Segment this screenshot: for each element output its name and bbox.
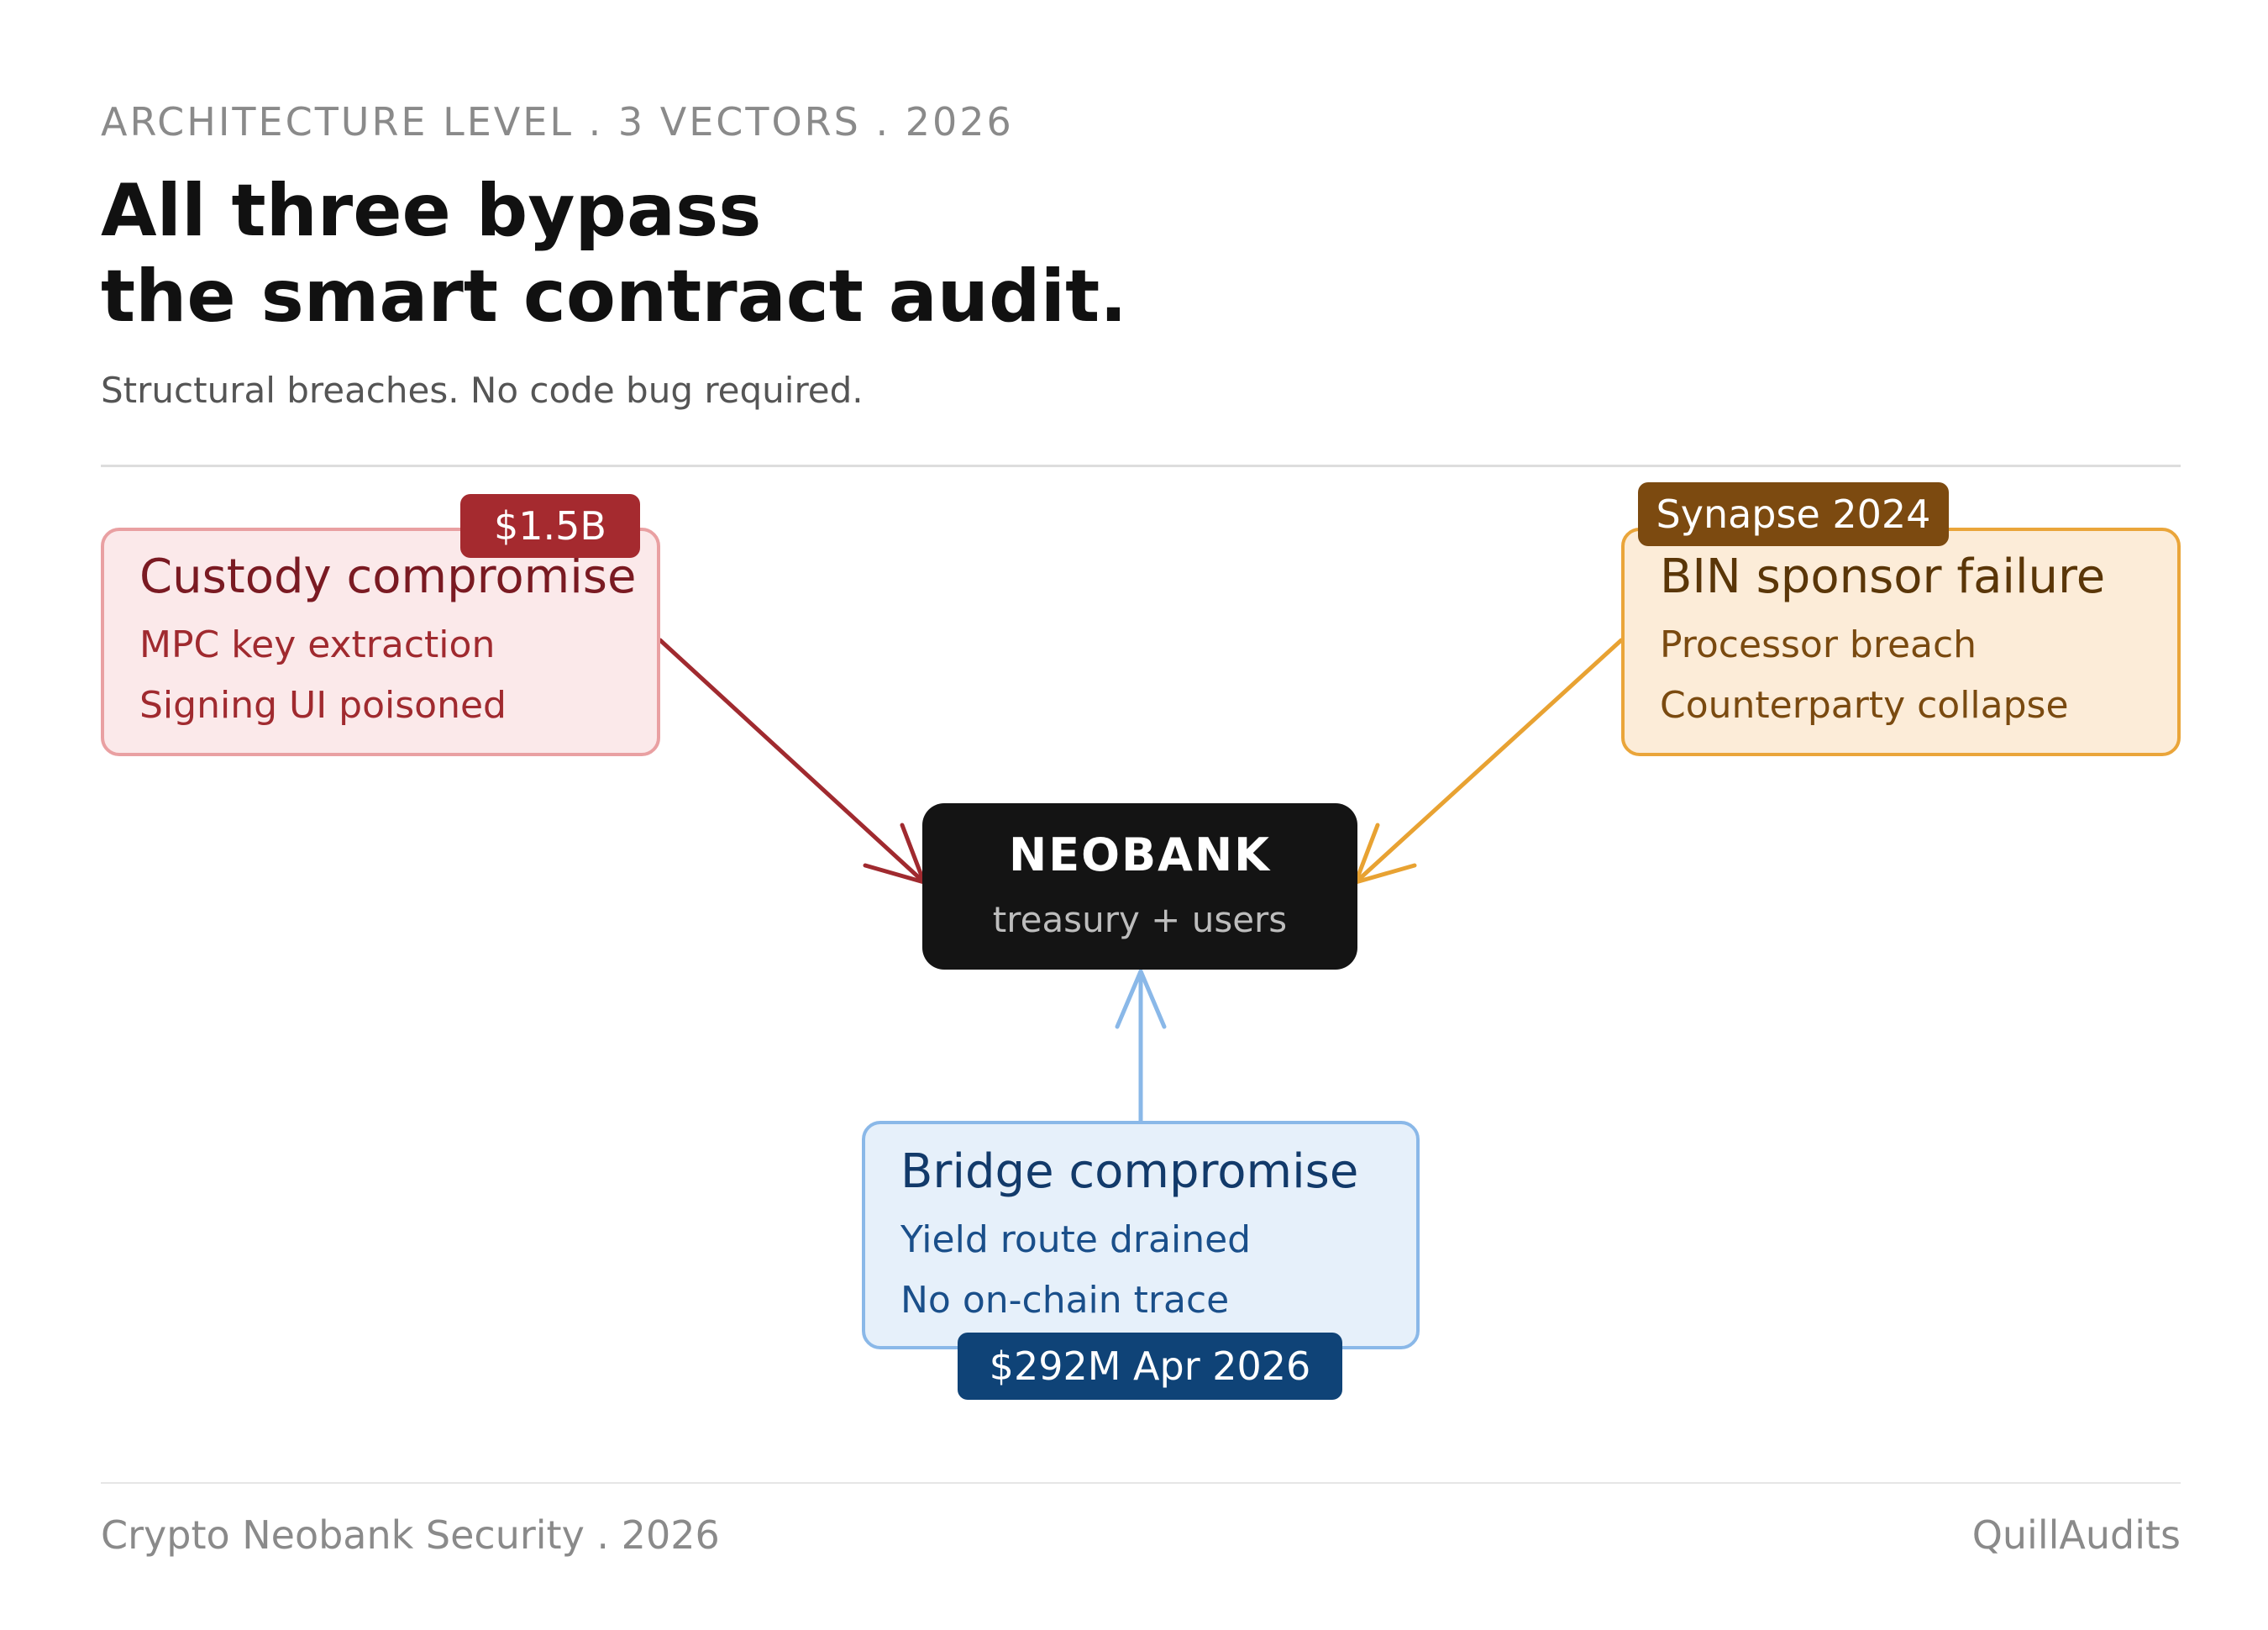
header-divider bbox=[101, 465, 2181, 467]
bin-line-2: Counterparty collapse bbox=[1660, 684, 2069, 727]
title-line-1: All three bypass bbox=[101, 169, 762, 253]
title-line-2: the smart contract audit. bbox=[101, 255, 1127, 339]
bin-incident-badge: Synapse 2024 bbox=[1638, 482, 1949, 546]
custody-line-1: MPC key extraction bbox=[139, 623, 496, 666]
bin-arrow bbox=[1353, 638, 1624, 885]
bridge-compromise-card: Bridge compromise Yield route drained No… bbox=[862, 1121, 1420, 1349]
custody-heading: Custody compromise bbox=[139, 549, 637, 604]
footer-brand: QuillAudits bbox=[1971, 1512, 2181, 1558]
custody-loss-badge: $1.5B bbox=[460, 494, 640, 558]
bin-sponsor-card: BIN sponsor failure Processor breach Cou… bbox=[1621, 528, 2181, 756]
custody-compromise-card: Custody compromise MPC key extraction Si… bbox=[101, 528, 660, 756]
neobank-hub: NEOBANK treasury + users bbox=[922, 803, 1357, 970]
bin-heading: BIN sponsor failure bbox=[1660, 549, 2106, 604]
footer-caption: Crypto Neobank Security . 2026 bbox=[101, 1512, 720, 1558]
page-title: All three bypass the smart contract audi… bbox=[101, 168, 1127, 339]
bridge-heading: Bridge compromise bbox=[900, 1144, 1359, 1199]
footer-divider bbox=[101, 1482, 2181, 1484]
bin-line-1: Processor breach bbox=[1660, 623, 1977, 666]
hub-title: NEOBANK bbox=[1009, 828, 1271, 881]
bridge-loss-badge: $292M Apr 2026 bbox=[958, 1333, 1342, 1400]
kicker-label: ARCHITECTURE LEVEL . 3 VECTORS . 2026 bbox=[101, 99, 1014, 145]
bridge-arrow bbox=[1115, 969, 1167, 1123]
hub-subtitle: treasury + users bbox=[992, 899, 1288, 940]
custody-arrow bbox=[658, 638, 927, 885]
bridge-line-1: Yield route drained bbox=[900, 1218, 1252, 1261]
custody-line-2: Signing UI poisoned bbox=[139, 684, 507, 727]
bridge-line-2: No on-chain trace bbox=[900, 1279, 1230, 1322]
page-subtitle: Structural breaches. No code bug require… bbox=[101, 370, 864, 411]
